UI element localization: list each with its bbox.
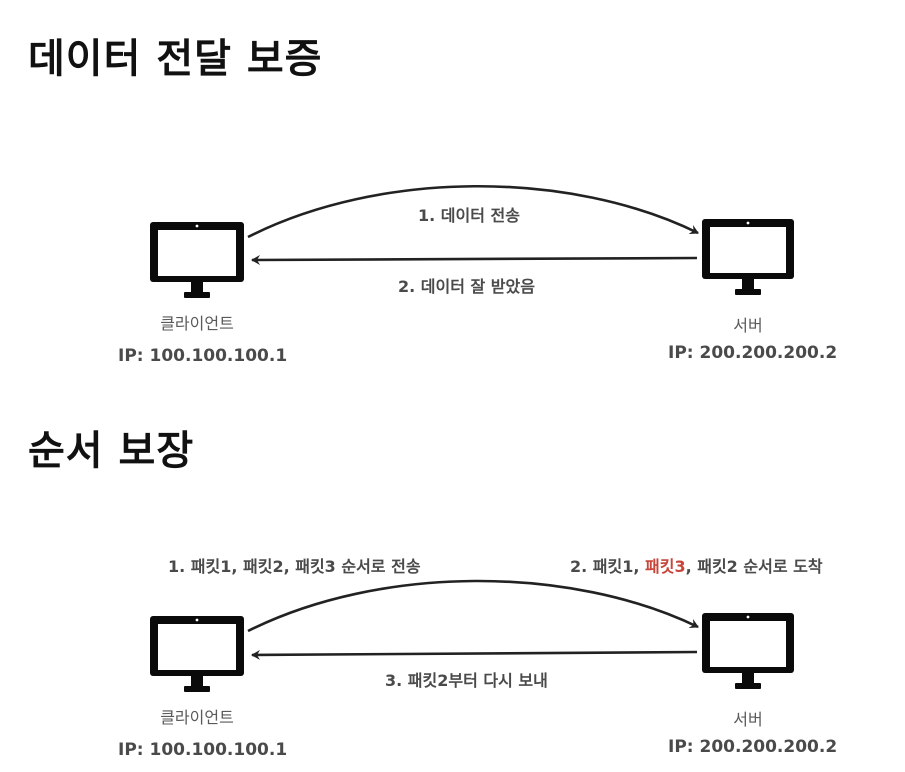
arrive-packets-label: 2. 패킷1, 패킷3, 패킷2 순서로 도착 [570,553,823,577]
client-ip: IP: 100.100.100.1 [118,740,288,760]
ack-arrow [251,254,698,265]
arrive-packets-suffix: , 패킷2 순서로 도착 [685,557,823,576]
client-monitor-icon [150,616,244,692]
send-arrow [247,184,699,239]
server-ip: IP: 200.200.200.2 [668,343,838,363]
section-title-order-guarantee: 순서 보장 [28,428,195,474]
server-monitor-icon [702,613,794,689]
send-packets-label: 1. 패킷1, 패킷2, 패킷3 순서로 전송 [168,557,421,576]
resend-request-arrow [251,649,698,660]
arrive-packets-highlight: 패킷3 [645,557,686,576]
send-data-label: 1. 데이터 전송 [418,206,520,225]
section-title-data-delivery: 데이터 전달 보증 [28,36,323,82]
client-name: 클라이언트 [160,314,234,333]
server-monitor-icon [702,219,794,295]
client-name: 클라이언트 [160,708,234,727]
server-name: 서버 [733,710,763,729]
client-monitor-icon [150,222,244,298]
server-name: 서버 [733,316,763,335]
arrive-packets-prefix: 2. 패킷1, [570,557,646,576]
server-ip: IP: 200.200.200.2 [668,737,838,757]
client-ip: IP: 100.100.100.1 [118,346,288,366]
send-packets-arrow [247,579,699,633]
resend-request-label: 3. 패킷2부터 다시 보내 [385,671,548,690]
ack-data-label: 2. 데이터 잘 받았음 [398,277,535,296]
